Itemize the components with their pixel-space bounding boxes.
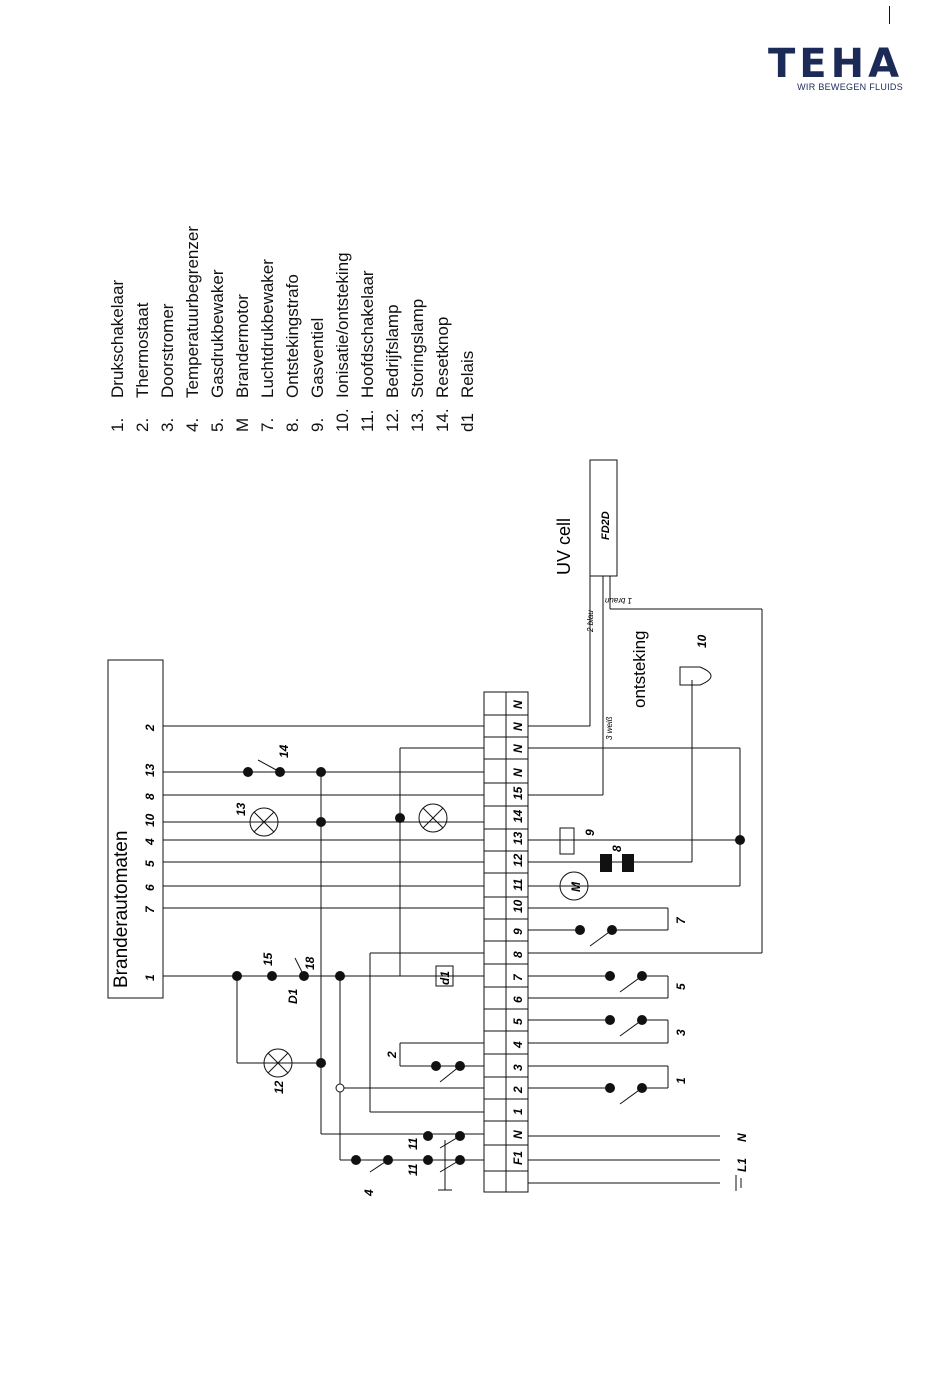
- comp-label-13: 13: [234, 802, 248, 816]
- relay-label: d1: [438, 971, 452, 985]
- junction-dot: [575, 925, 585, 935]
- relay-contact-label: D1: [286, 988, 300, 1004]
- terminal-label: F1: [511, 1151, 525, 1165]
- terminal-label: 5: [511, 1018, 525, 1025]
- comp-label-1: 1: [674, 1077, 688, 1084]
- comp-label-9: 9: [583, 829, 597, 836]
- comp-label-7: 7: [674, 916, 688, 924]
- comp-label-10: 10: [695, 634, 709, 648]
- junction-dot: [335, 971, 345, 981]
- junction-dot: [383, 1155, 393, 1165]
- terminal-label: 6: [511, 996, 525, 1003]
- comp-label-12: 12: [272, 1080, 286, 1094]
- crop-mark: [889, 6, 890, 24]
- automat-pin: 10: [143, 813, 157, 827]
- junction-dot: [299, 971, 309, 981]
- terminal-label: 9: [511, 928, 525, 935]
- comp-label-15: 15: [261, 952, 275, 966]
- automat-pin: 7: [143, 905, 157, 913]
- junction-dot: [735, 835, 745, 845]
- junction-dot: [243, 767, 253, 777]
- automat-pin: 8: [143, 793, 157, 800]
- junction-dot: [423, 1155, 433, 1165]
- automat-title: Branderautomaten: [111, 831, 132, 988]
- terminal-label: 10: [511, 899, 525, 913]
- junction-dot: [455, 1131, 465, 1141]
- terminal-label: N: [511, 744, 525, 753]
- junction-dot: [267, 971, 277, 981]
- uv-cell-label: UV cell: [554, 518, 574, 575]
- teha-logo: TEHA WIR BEWEGEN FLUIDS: [768, 44, 903, 92]
- automat-pin: 5: [143, 860, 157, 867]
- junction-dot: [316, 767, 326, 777]
- terminal-label: 7: [511, 973, 525, 981]
- comp-label-3: 3: [674, 1029, 688, 1036]
- motor-label: M: [569, 881, 583, 892]
- automat-pin: 13: [143, 763, 157, 777]
- logo-tagline: WIR BEWEGEN FLUIDS: [797, 82, 904, 92]
- ontsteking-label: ontsteking: [630, 631, 649, 709]
- junction-dot: [637, 971, 647, 981]
- junction-dot: [316, 817, 326, 827]
- terminal-label: 2: [511, 1086, 525, 1094]
- junction-dot: [423, 1131, 433, 1141]
- terminal-label: 4: [511, 1041, 525, 1049]
- comp-label-5: 5: [674, 983, 688, 990]
- automat-pin: 6: [143, 884, 157, 891]
- terminal-label: N: [511, 700, 525, 709]
- junction-dot: [395, 813, 405, 823]
- comp-label-18: 18: [303, 956, 317, 970]
- comp-label-8: 8: [610, 845, 624, 852]
- terminal-label: 8: [511, 951, 525, 958]
- junction-dot: [455, 1061, 465, 1071]
- terminal-label: N: [511, 722, 525, 731]
- terminal-label: N: [511, 1130, 525, 1139]
- comp-label-2: 2: [385, 1051, 399, 1059]
- junction-dot: [351, 1155, 361, 1165]
- mains-l1-label: L1: [735, 1158, 749, 1172]
- junction-dot: [431, 1061, 441, 1071]
- junction-dot: [316, 1058, 326, 1068]
- automat-pin-labels: 1 7 6 5 4 10 8 13 2: [143, 724, 157, 981]
- terminal-label: 12: [511, 853, 525, 867]
- junction-dot: [232, 971, 242, 981]
- wire-white-label: 3 weiß: [605, 716, 614, 740]
- junction-dot: [607, 925, 617, 935]
- mains-n-label: N: [735, 1133, 749, 1142]
- automat-box: [107, 659, 164, 999]
- terminal-label: N: [511, 768, 525, 777]
- terminal-label: 11: [511, 878, 525, 891]
- wire-brown-label: 1 braun: [604, 596, 632, 605]
- junction-dot: [605, 1015, 615, 1025]
- logo-word: TEHA: [768, 41, 904, 87]
- junction-dot: [637, 1083, 647, 1093]
- junction-dot: [605, 971, 615, 981]
- terminal-label: 13: [511, 831, 525, 845]
- automat-pin: 4: [143, 838, 157, 846]
- terminal-label: 1: [511, 1108, 525, 1115]
- junction-dot: [455, 1155, 465, 1165]
- terminal-label: 3: [511, 1064, 525, 1071]
- comp-label-11b: 11: [406, 1163, 420, 1176]
- fd2d-label: FD2D: [600, 511, 612, 540]
- wire-blue-label: 2 blau: [586, 610, 595, 633]
- junction-dot: [637, 1015, 647, 1025]
- comp-label-11a: 11: [406, 1137, 420, 1150]
- terminal-label: 14: [511, 809, 525, 823]
- automat-pin: 1: [143, 974, 157, 981]
- comp-label-14: 14: [277, 744, 291, 758]
- junction-dot: [275, 767, 285, 777]
- terminal-label: 15: [511, 786, 525, 800]
- junction-dot: [605, 1083, 615, 1093]
- automat-pin: 2: [143, 724, 157, 732]
- comp-label-4: 4: [362, 1189, 376, 1197]
